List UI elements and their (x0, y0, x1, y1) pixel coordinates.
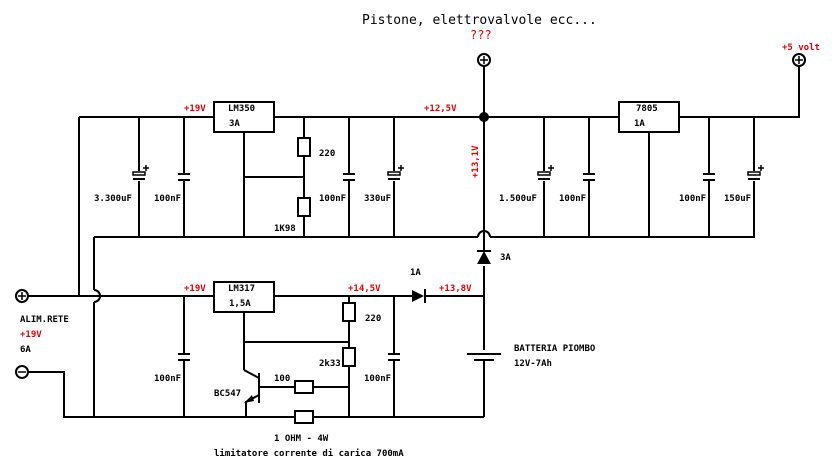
resistor-1k98 (297, 197, 311, 217)
cap-330uf-label: 330uF (364, 194, 391, 204)
battery-type: BATTERIA PIOMBO (514, 344, 596, 354)
capacitor-3300uf (132, 117, 149, 237)
sense-resistor-label: 1 OHM - 4W (274, 434, 329, 444)
vertical-voltage-label: +13,1V (471, 145, 481, 178)
transistor-label: BC547 (214, 389, 241, 399)
resistor-220-top (297, 137, 311, 157)
diode-1a-label: 1A (410, 268, 421, 278)
charge-node-voltage: +13,8V (439, 284, 472, 294)
lm350-current: 3A (229, 119, 240, 129)
sense-note: limitatore corrente di carica 700mA (214, 448, 404, 459)
diode-3a-label: 3A (500, 253, 511, 263)
capacitor-100nf-6 (388, 296, 400, 417)
capacitor-100nf-1 (178, 117, 190, 237)
cap-100nf-4-label: 100nF (679, 194, 706, 204)
resistor-220-top-label: 220 (319, 149, 335, 159)
diode-1a (412, 289, 426, 303)
mains-plus-terminal[interactable] (15, 289, 29, 303)
capacitor-100nf-4 (703, 117, 715, 237)
cap-100nf-3-label: 100nF (559, 194, 586, 204)
five-volt-terminal[interactable] (792, 53, 806, 67)
resistor-100-label: 100 (274, 374, 290, 384)
cap-100nf-1-label: 100nF (154, 194, 181, 204)
battery-rating: 12V-7Ah (514, 359, 552, 369)
cap-100nf-2-label: 100nF (319, 194, 346, 204)
transistor-bc547 (243, 369, 294, 417)
lm350-regulator: LM350 3A (213, 101, 275, 133)
title: Pistone, elettrovalvole ecc... (362, 13, 597, 28)
top-rail (78, 66, 800, 296)
resistor-220-bottom-label: 220 (365, 314, 381, 324)
capacitor-100nf-3 (583, 117, 595, 237)
lm350-output-voltage: +12,5V (424, 104, 457, 114)
load-terminal[interactable] (477, 53, 491, 67)
lm317-regulator: LM317 1,5A (213, 281, 275, 313)
five-volt-label: +5 volt (782, 43, 820, 53)
resistor-220-bottom (342, 302, 356, 322)
7805-name: 7805 (636, 104, 658, 114)
load-voltage-label: ??? (470, 28, 492, 42)
capacitor-150uf (747, 117, 764, 237)
lm317-name: LM317 (228, 284, 255, 294)
diode-3a (477, 250, 491, 264)
cap-1500uf-label: 1.500uF (499, 194, 537, 204)
cap-150uf-label: 150uF (724, 194, 751, 204)
bottom-ground-rail (28, 371, 484, 418)
lm317-input-voltage: +19V (184, 284, 206, 294)
capacitor-330uf (387, 117, 404, 237)
cap-100nf-5-label: 100nF (154, 374, 181, 384)
resistor-1ohm-4w (294, 410, 314, 424)
mains-label: ALIM.RETE (20, 315, 69, 325)
lm350-name: LM350 (228, 104, 255, 114)
lm350-input-voltage: +19V (184, 104, 206, 114)
resistor-2k33 (342, 347, 356, 367)
capacitor-100nf-2 (343, 117, 355, 237)
resistor-2k33-label: 2k33 (319, 359, 341, 369)
capacitor-100nf-5 (178, 296, 190, 417)
resistor-100 (294, 380, 314, 394)
mains-minus-terminal[interactable] (15, 365, 29, 379)
cap-3300uf-label: 3.300uF (94, 194, 132, 204)
battery (467, 353, 501, 361)
7805-regulator: 7805 1A (618, 101, 680, 133)
capacitor-1500uf (537, 117, 554, 237)
mains-current: 6A (20, 345, 31, 355)
middle-ground-rail (93, 230, 755, 417)
mains-voltage: +19V (20, 330, 42, 340)
lm317-current: 1,5A (229, 299, 251, 309)
lm317-output-voltage: +14,5V (348, 284, 381, 294)
cap-100nf-6-label: 100nF (364, 374, 391, 384)
resistor-1k98-label: 1K98 (274, 224, 296, 234)
7805-current: 1A (634, 119, 645, 129)
